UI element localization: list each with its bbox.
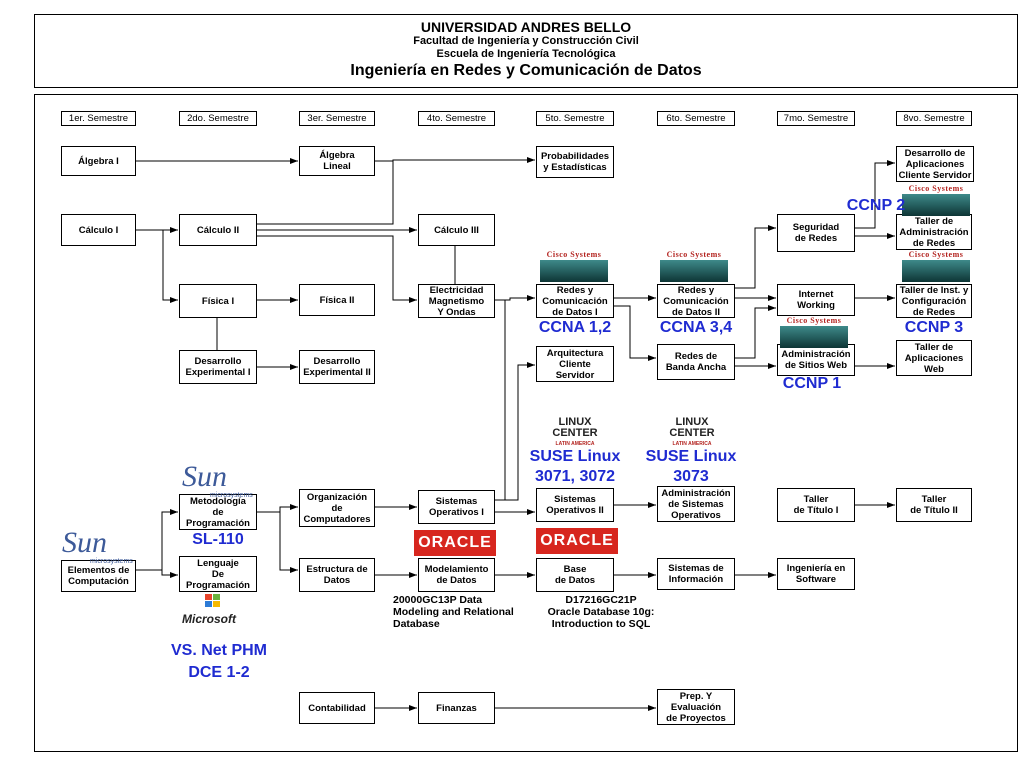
course-contabilidad: Contabilidad — [299, 692, 375, 724]
course-arquitectura-cs: Arquitectura Cliente Servidor — [536, 346, 614, 382]
program-title: Ingeniería en Redes y Comunicación de Da… — [350, 62, 702, 79]
course-desarrollo-exp-2: Desarrollo Experimental II — [299, 350, 375, 384]
cert-ccna-34: CCNA 3,4 — [659, 319, 733, 336]
cert-suse-2: SUSE Linux 3073 — [645, 448, 737, 485]
course-desarrollo-aplicaciones: Desarrollo de Aplicaciones Cliente Servi… — [896, 146, 974, 182]
course-electricidad: Electricidad Magnetismo Y Ondas — [418, 284, 495, 318]
semester-header: 5to. Semestre — [536, 111, 614, 126]
course-redes-2: Redes y Comunicación de Datos II — [657, 284, 735, 318]
course-desarrollo-exp-1: Desarrollo Experimental I — [179, 350, 257, 384]
course-redes-1: Redes y Comunicación de Datos I — [536, 284, 614, 318]
oracle-course-caption: 20000GC13P Data Modeling and Relational … — [393, 594, 514, 630]
school-title: Escuela de Ingeniería Tecnológica — [436, 48, 616, 60]
oracle-course-caption: D17216GC21P Oracle Database 10g: Introdu… — [547, 594, 655, 630]
cert-suse-1: SUSE Linux 3071, 3072 — [529, 448, 621, 485]
course-modelamiento-datos: Modelamiento de Datos — [418, 558, 495, 592]
cert-sl-110: SL-110 — [192, 531, 244, 548]
semester-header: 2do. Semestre — [179, 111, 257, 126]
course-prep-eval-proyectos: Prep. Y Evaluación de Proyectos — [657, 689, 735, 725]
cisco-logo: Cisco Systems — [902, 250, 970, 282]
semester-header: 3er. Semestre — [299, 111, 375, 126]
course-base-datos: Base de Datos — [536, 558, 614, 592]
course-lenguaje-prog: Lenguaje De Programación — [179, 556, 257, 592]
course-algebra-1: Álgebra I — [61, 146, 136, 176]
course-sistemas-op-1: Sistemas Operativos I — [418, 490, 495, 524]
course-calculo-3: Cálculo III — [418, 214, 495, 246]
cert-ccnp-2: CCNP 2 — [846, 197, 906, 214]
course-taller-admin-redes: Taller de Administración de Redes — [896, 214, 972, 250]
semester-header: 8vo. Semestre — [896, 111, 972, 126]
course-taller-app-web: Taller de Aplicaciones Web — [896, 340, 972, 376]
semester-header: 7mo. Semestre — [777, 111, 855, 126]
oracle-logo: ORACLE — [414, 530, 496, 556]
course-sistemas-info: Sistemas de Información — [657, 558, 735, 590]
course-algebra-lineal: Álgebra Lineal — [299, 146, 375, 176]
cisco-logo: Cisco Systems — [660, 250, 728, 282]
course-metodologia: Metodología de Programación — [179, 494, 257, 530]
semester-header: 6to. Semestre — [657, 111, 735, 126]
semester-header: 4to. Semestre — [418, 111, 495, 126]
course-taller-titulo-2: Taller de Título II — [896, 488, 972, 522]
course-estructura-datos: Estructura de Datos — [299, 558, 375, 592]
course-sistemas-op-2: Sistemas Operativos II — [536, 488, 614, 522]
university-title: UNIVERSIDAD ANDRES BELLO — [420, 19, 632, 35]
course-finanzas: Finanzas — [418, 692, 495, 724]
course-taller-titulo-1: Taller de Título I — [777, 488, 855, 522]
course-org-computadores: Organización de Computadores — [299, 489, 375, 527]
cisco-logo: Cisco Systems — [540, 250, 608, 282]
course-fisica-2: Física II — [299, 284, 375, 316]
curriculum-diagram — [34, 94, 1018, 752]
course-seguridad-redes: Seguridad de Redes — [777, 214, 855, 252]
oracle-logo: ORACLE — [536, 528, 618, 554]
course-probabilidades: Probabilidades y Estadísticas — [536, 146, 614, 178]
cisco-logo: Cisco Systems — [902, 184, 970, 216]
cert-ccna-12: CCNA 1,2 — [538, 319, 612, 336]
header-box: UNIVERSIDAD ANDRES BELLO Facultad de Ing… — [34, 14, 1018, 88]
course-banda-ancha: Redes de Banda Ancha — [657, 344, 735, 380]
course-calculo-2: Cálculo II — [179, 214, 257, 246]
course-fisica-1: Física I — [179, 284, 257, 318]
cert-ccnp-3: CCNP 3 — [904, 319, 964, 336]
course-calculo-1: Cálculo I — [61, 214, 136, 246]
course-taller-inst-config: Taller de Inst. y Configuración de Redes — [896, 284, 972, 318]
course-admin-sitios-web: Administración de Sitios Web — [777, 344, 855, 376]
windows-flag-icon — [205, 594, 221, 608]
course-admin-sistemas-op: Administración de Sistemas Operativos — [657, 486, 735, 522]
faculty-title: Facultad de Ingeniería y Construcción Ci… — [413, 35, 639, 47]
course-internet-working: Internet Working — [777, 284, 855, 316]
cisco-logo: Cisco Systems — [780, 316, 848, 348]
course-elementos-comp: Elementos de Computación — [61, 560, 136, 592]
semester-header: 1er. Semestre — [61, 111, 136, 126]
cert-vs-net: VS. Net PHM DCE 1-2 — [170, 642, 267, 681]
cert-ccnp-1: CCNP 1 — [782, 375, 842, 392]
microsoft-logo: Microsoft — [182, 612, 236, 626]
course-ing-software: Ingeniería en Software — [777, 558, 855, 590]
